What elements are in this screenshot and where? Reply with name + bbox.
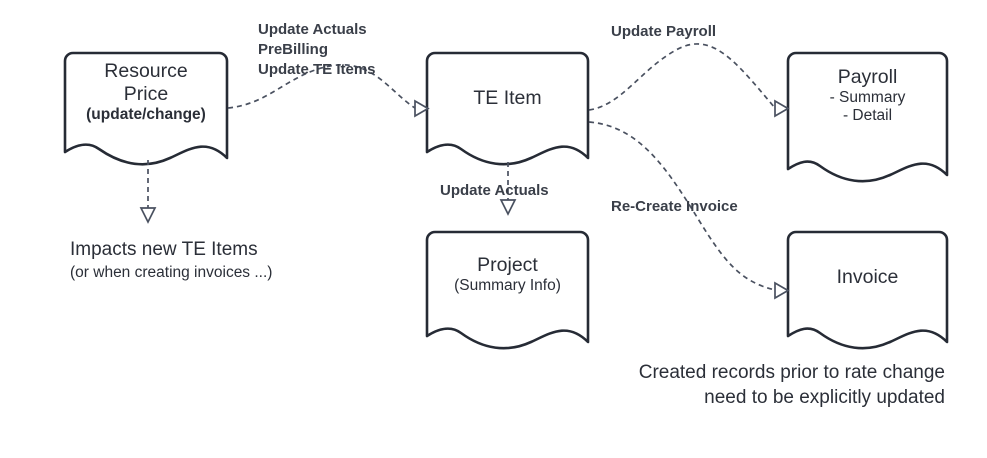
edge-label-line-update-actuals-project: Update Actuals (440, 182, 549, 199)
connector-resource-price-to-te-item (227, 63, 416, 109)
node-shape-te-item[interactable] (425, 51, 590, 166)
node-shape-project[interactable] (425, 230, 590, 350)
edge-label-line-update-te-items: Update TE Items (258, 61, 376, 79)
edge-label-line-update-actuals: Update Actuals (258, 21, 367, 38)
node-shape-payroll[interactable] (786, 51, 949, 183)
arrowhead-project (499, 199, 517, 216)
edge-label-resource-price-to-te-item: Update Actuals PreBilling Update TE Item… (258, 20, 376, 80)
node-shape-invoice[interactable] (786, 230, 949, 350)
edge-label-line-update-payroll: Update Payroll (611, 23, 717, 40)
node-shape-resource-price[interactable] (63, 51, 229, 166)
note-created-records-line1: Created records prior to rate change (638, 362, 945, 383)
arrowhead-invoice (774, 281, 790, 300)
connector-te-item-to-payroll (588, 43, 776, 111)
note-impacts-sub: (or when creating invoices ...) (70, 263, 273, 281)
edge-label-line-prebilling: PreBilling (258, 41, 329, 59)
note-created-records: Created records prior to rate change nee… (545, 361, 945, 410)
edge-label-te-item-to-project: Update Actuals (440, 181, 549, 201)
note-impacts-new-te-items: Impacts new TE Items (or when creating i… (70, 238, 272, 283)
edge-label-te-item-to-payroll: Update Payroll (611, 22, 716, 42)
arrowhead-impacts-note (139, 207, 157, 224)
arrowhead-te-item (414, 99, 430, 118)
edge-label-line-re-create-invoice: Re-Create Invoice (611, 198, 738, 215)
connector-te-item-to-invoice (588, 121, 776, 291)
note-created-records-line2: need to be explicitly updated (704, 386, 945, 408)
arrowhead-payroll (774, 99, 790, 118)
edge-label-te-item-to-invoice: Re-Create Invoice (611, 197, 738, 217)
note-impacts-main: Impacts new TE Items (70, 239, 258, 260)
